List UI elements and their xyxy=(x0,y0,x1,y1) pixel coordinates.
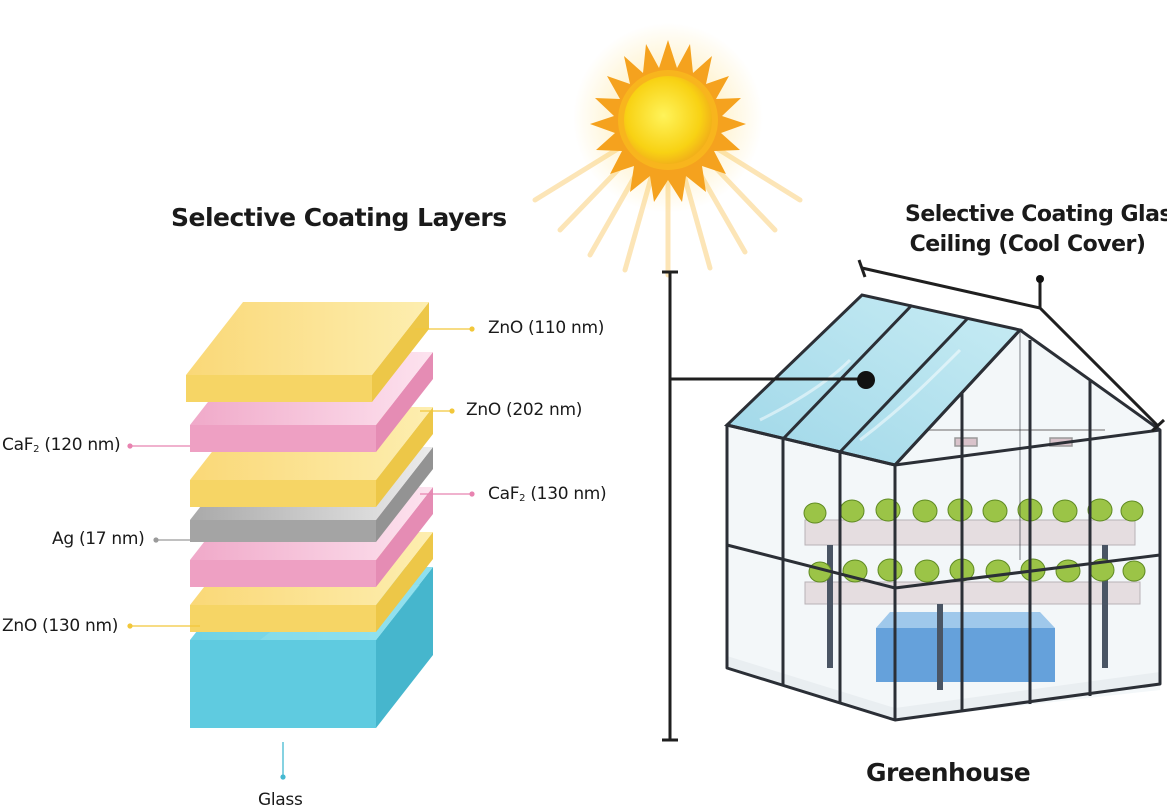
roof-title-line1: Selective Coating Glass xyxy=(905,202,1167,227)
label-caf2-130: CaF2 (130 nm) xyxy=(488,484,607,504)
greenhouse-illustration xyxy=(723,293,1162,722)
layer-zno-110 xyxy=(186,302,429,402)
roof-title: Selective Coating Glass Ceiling (Cool Co… xyxy=(905,200,1167,260)
stack-title: Selective Coating Layers xyxy=(171,203,507,232)
label-ag-17: Ag (17 nm) xyxy=(52,529,145,549)
greenhouse-title: Greenhouse xyxy=(866,758,1031,787)
roof-bracket xyxy=(857,259,1166,433)
greenhouse-bracket xyxy=(662,270,866,742)
label-glass: Glass xyxy=(258,790,303,810)
sun-icon xyxy=(532,23,803,278)
label-zno-202: ZnO (202 nm) xyxy=(466,400,583,420)
roof-pointer-dot xyxy=(857,371,875,389)
layer-leader-lines xyxy=(127,326,475,780)
label-caf2-120: CaF2 (120 nm) xyxy=(2,435,121,455)
roof-title-line2: Ceiling (Cool Cover) xyxy=(909,232,1146,257)
label-zno-110: ZnO (110 nm) xyxy=(488,318,605,338)
label-zno-130: ZnO (130 nm) xyxy=(2,616,119,636)
plant-row-lower xyxy=(808,558,1146,583)
coating-layer-stack xyxy=(186,302,433,728)
